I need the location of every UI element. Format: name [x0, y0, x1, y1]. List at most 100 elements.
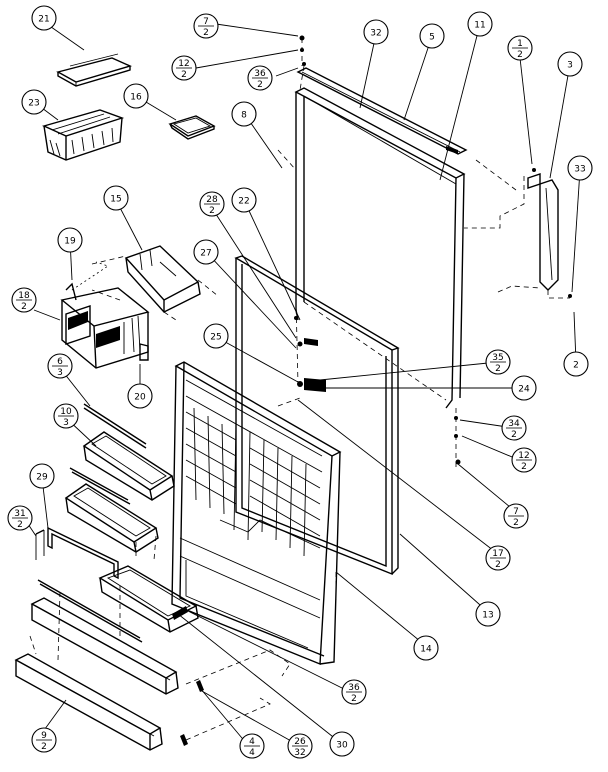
callout-c32: 32	[363, 19, 389, 45]
callout-quantity: 4	[249, 748, 255, 758]
callout-c22: 22	[231, 187, 257, 213]
callout-circle	[563, 351, 589, 377]
callout-number: 3	[567, 61, 573, 71]
callout-quantity: 2	[21, 302, 27, 312]
callout-c23: 23	[21, 89, 47, 115]
callout-c10: 103	[53, 403, 79, 429]
callout-number: 36	[348, 683, 360, 693]
callout-circle	[29, 463, 55, 489]
callout-c34: 342	[501, 415, 527, 441]
callout-number: 12	[518, 451, 529, 461]
callout-number: 10	[60, 407, 72, 417]
callout-number: 6	[57, 357, 63, 367]
part-15-cover	[91, 245, 219, 321]
callout-circle	[511, 375, 537, 401]
callout-quantity: 2	[511, 430, 517, 440]
callout-number: 8	[241, 111, 247, 121]
part-21-cover	[56, 53, 133, 87]
callout-number: 28	[206, 195, 218, 205]
callout-c9: 92	[31, 727, 57, 753]
part-9-door-shelf-lower	[14, 653, 163, 751]
callout-quantity: 2	[17, 520, 23, 530]
callout-circle	[413, 635, 439, 661]
callout-number: 36	[254, 69, 266, 79]
part-16-dish	[168, 115, 216, 140]
callout-c19: 19	[57, 227, 83, 253]
part-13-gasket	[234, 255, 400, 576]
callout-circle	[31, 5, 57, 31]
callout-c36t: 362	[247, 65, 273, 91]
callout-c31: 312	[7, 505, 33, 531]
callout-circle	[57, 227, 83, 253]
callout-c15: 15	[103, 185, 129, 211]
callout-circle	[123, 83, 149, 109]
part-19-dairy-compartment	[60, 282, 150, 369]
callout-c36b: 362	[341, 679, 367, 705]
part-6-door-bar	[83, 403, 147, 449]
callout-c7t: 72	[193, 13, 219, 39]
callout-c35: 352	[485, 349, 511, 375]
callout-number: 19	[64, 237, 76, 247]
part-29-bracket	[35, 526, 119, 580]
callout-quantity: 2	[181, 70, 187, 80]
part-23-egg-tray	[41, 109, 125, 161]
callout-circle	[231, 101, 257, 127]
callout-quantity: 2	[495, 560, 501, 570]
callout-c17: 172	[485, 545, 511, 571]
callout-number: 14	[420, 645, 432, 655]
callout-number: 30	[336, 741, 348, 751]
callout-quantity: 3	[63, 418, 69, 428]
callout-number: 5	[429, 33, 435, 43]
callout-number: 32	[370, 29, 381, 39]
callout-c2: 2	[563, 351, 589, 377]
callout-number: 7	[513, 507, 519, 517]
callout-number: 33	[574, 165, 585, 175]
callout-quantity: 2	[257, 80, 263, 90]
callout-number: 26	[294, 737, 306, 747]
callout-number: 23	[28, 99, 39, 109]
part-9-door-shelf-upper	[30, 597, 179, 695]
hardware-screws	[180, 35, 572, 746]
callout-c12b: 122	[511, 447, 537, 473]
callout-c28: 282	[199, 191, 225, 217]
callout-number: 17	[492, 549, 503, 559]
callout-number: 25	[210, 333, 221, 343]
callout-number: 4	[249, 737, 255, 747]
callout-number: 27	[200, 249, 211, 259]
callout-c24: 24	[511, 375, 537, 401]
callout-c30: 30	[329, 731, 355, 757]
callout-c33: 33	[567, 155, 593, 181]
part-3-hinge	[464, 159, 559, 291]
callout-quantity: 32	[294, 748, 305, 758]
callout-c8: 8	[231, 101, 257, 127]
part-10-door-bin-lower	[64, 467, 159, 553]
callout-c18: 182	[11, 287, 37, 313]
callout-number: 7	[203, 17, 209, 27]
part-31-bar	[37, 579, 143, 643]
callout-quantity: 3	[57, 368, 63, 378]
callout-quantity: 2	[495, 364, 501, 374]
callout-c25: 25	[203, 323, 229, 349]
callout-circle	[467, 11, 493, 37]
callout-quantity: 2	[351, 694, 357, 704]
assembly-lines	[29, 38, 570, 741]
callout-number: 12	[178, 59, 189, 69]
part-10-door-bin-upper	[82, 431, 175, 501]
callout-number: 31	[14, 509, 25, 519]
callout-quantity: 2	[513, 518, 519, 528]
callout-circle	[475, 601, 501, 627]
callout-circle	[567, 155, 593, 181]
callout-circle	[363, 19, 389, 45]
callout-circle	[329, 731, 355, 757]
callout-number: 18	[18, 291, 30, 301]
callout-c6: 63	[47, 353, 73, 379]
callout-c12t: 122	[171, 55, 197, 81]
callout-number: 15	[110, 195, 121, 205]
callout-c16: 16	[123, 83, 149, 109]
callout-circle	[203, 323, 229, 349]
callout-circle	[419, 23, 445, 49]
callout-number: 16	[130, 93, 142, 103]
callout-circle	[193, 239, 219, 265]
